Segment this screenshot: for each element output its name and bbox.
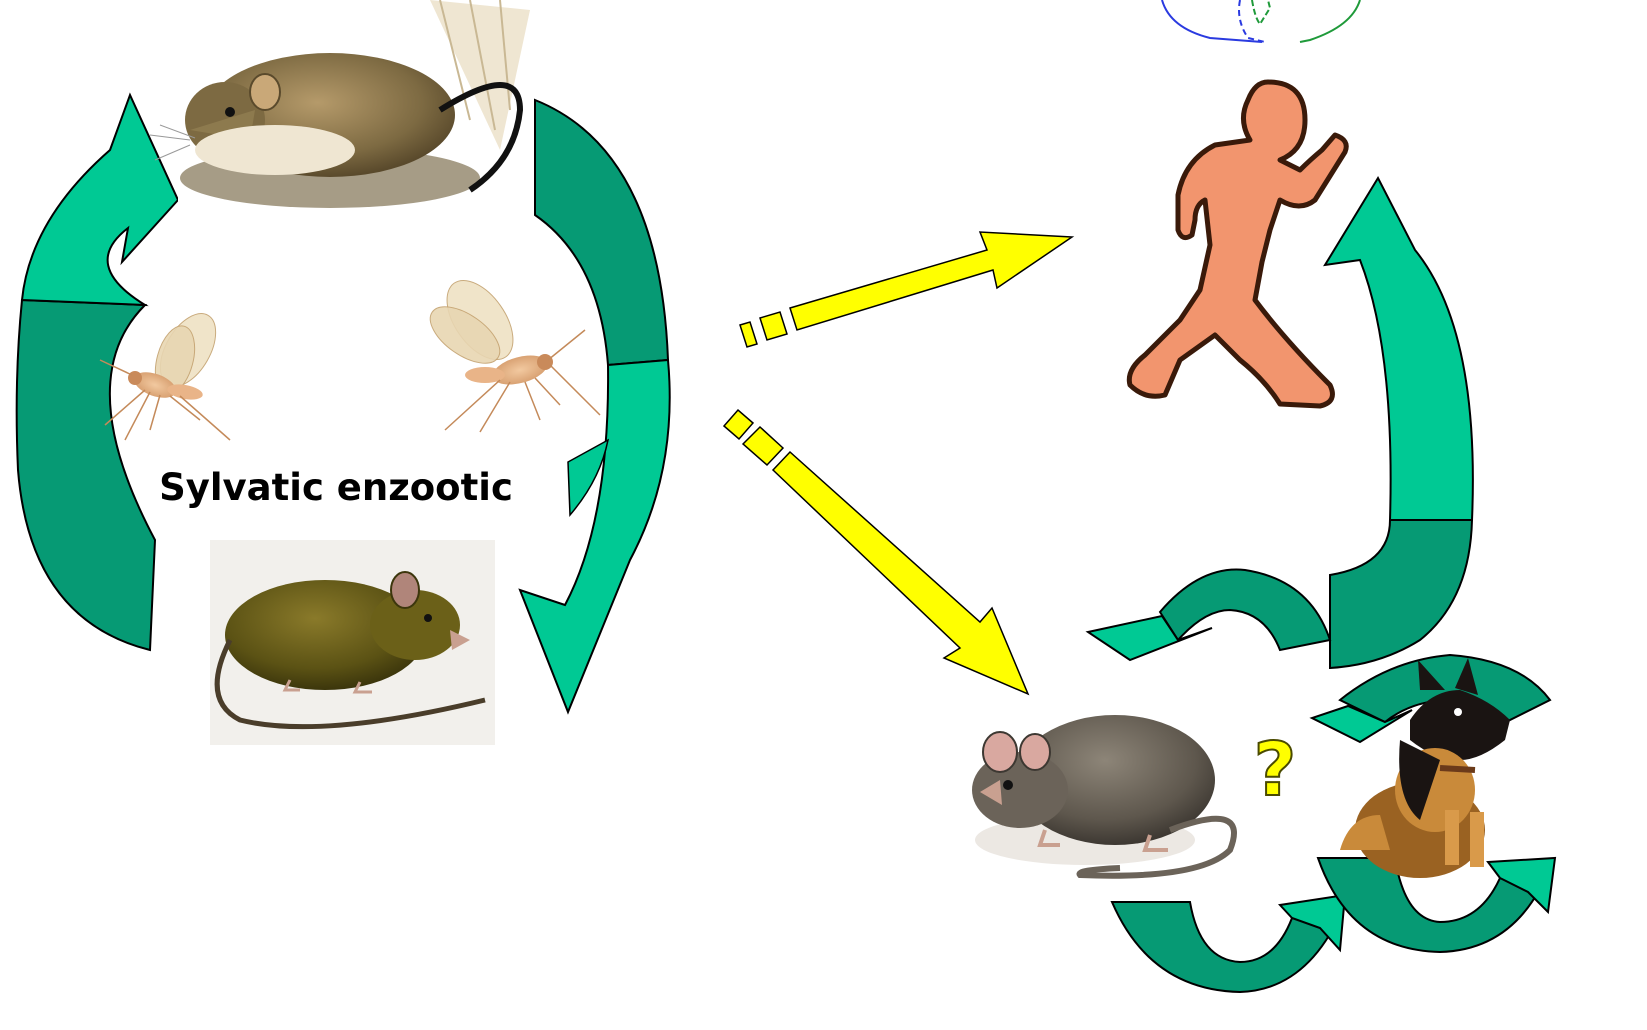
cycle-arrow-right <box>520 100 670 712</box>
wild-rat-icon <box>210 540 495 745</box>
wild-rodent-icon <box>150 0 533 215</box>
small-cycle-arrow <box>1112 895 1345 992</box>
walking-human-icon <box>1118 78 1358 408</box>
spillover-arrow-to-peridomestic <box>724 410 1028 694</box>
rat-icon <box>972 715 1234 876</box>
cycle-arrow-left <box>17 95 178 650</box>
spillover-arrow-to-human <box>740 232 1072 347</box>
cycle-label: Sylvatic enzootic <box>159 466 513 509</box>
small-cycle-arrow <box>1088 570 1330 660</box>
corner-arrows <box>1162 0 1360 42</box>
unknown-host-mark: ? <box>1254 727 1297 813</box>
sylvatic-cycle: Sylvatic enzootic <box>17 0 670 745</box>
human-cycle-arrow <box>1325 178 1473 668</box>
sand-fly-icon <box>421 269 600 432</box>
